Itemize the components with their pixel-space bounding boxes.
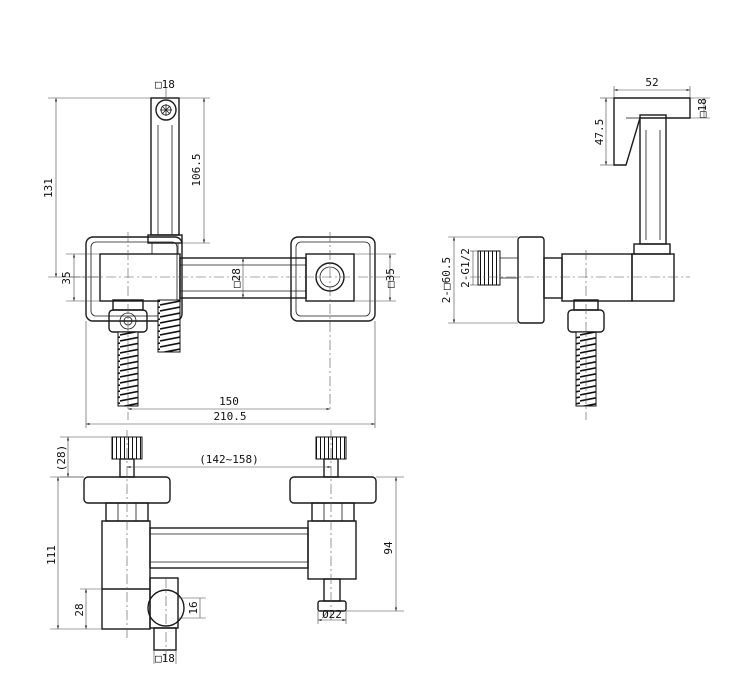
right-wall-flange	[290, 236, 376, 322]
outlet-nut	[317, 600, 347, 612]
dim-106-5: 106.5	[190, 153, 203, 186]
dim-111: 111	[45, 545, 58, 565]
top-block-right	[307, 520, 357, 580]
inlet-thread	[477, 250, 501, 286]
dim-142-158: (142~158)	[199, 453, 259, 466]
side-view: 131 106.5 35 □28 □35 □18 150 210.5	[42, 78, 400, 428]
dim-18-top: □18	[155, 78, 175, 91]
top-view: (28) (142~158) 111 94 28 16 Ø22 □18	[45, 430, 404, 665]
trigger-lever	[613, 97, 691, 166]
dim-35-right: □35	[384, 268, 397, 288]
dim-18-end: □18	[696, 98, 709, 118]
end-body	[561, 253, 633, 302]
dim-28-low: 28	[73, 603, 86, 616]
dim-131: 131	[42, 178, 55, 198]
dim-16: 16	[187, 601, 200, 614]
holder-block	[149, 577, 179, 629]
holder-ring	[147, 589, 185, 627]
handheld-sprayer	[150, 97, 180, 236]
end-holder-block	[631, 253, 675, 302]
dim-22: Ø22	[322, 608, 342, 621]
end-wall-flange	[517, 236, 545, 324]
dim-94: 94	[382, 541, 395, 555]
left-valve-block	[99, 253, 181, 302]
dim-60-5: 2-□60.5	[440, 257, 453, 303]
end-view: 52 □18 47.5 2-□60.5 2-G1/2	[440, 76, 710, 420]
top-block-left	[101, 520, 151, 630]
spray-head-icon	[155, 99, 177, 121]
dim-28-paren: (28)	[55, 445, 68, 472]
dim-52: 52	[645, 76, 658, 89]
dim-210-5: 210.5	[213, 410, 246, 423]
dim-35-left: 35	[60, 271, 73, 284]
top-flange-right	[289, 476, 377, 504]
hose-right	[157, 299, 181, 353]
dim-18-bottom: □18	[155, 652, 175, 665]
dim-47-5: 47.5	[593, 119, 606, 146]
end-sprayer	[639, 114, 667, 245]
dim-g1-2: 2-G1/2	[459, 248, 472, 288]
left-wall-flange	[85, 236, 183, 322]
dim-28-body: □28	[230, 268, 243, 288]
dim-150: 150	[219, 395, 239, 408]
top-nut-right	[311, 502, 355, 522]
top-body-bar	[149, 527, 309, 569]
sprayer-base	[153, 627, 177, 651]
